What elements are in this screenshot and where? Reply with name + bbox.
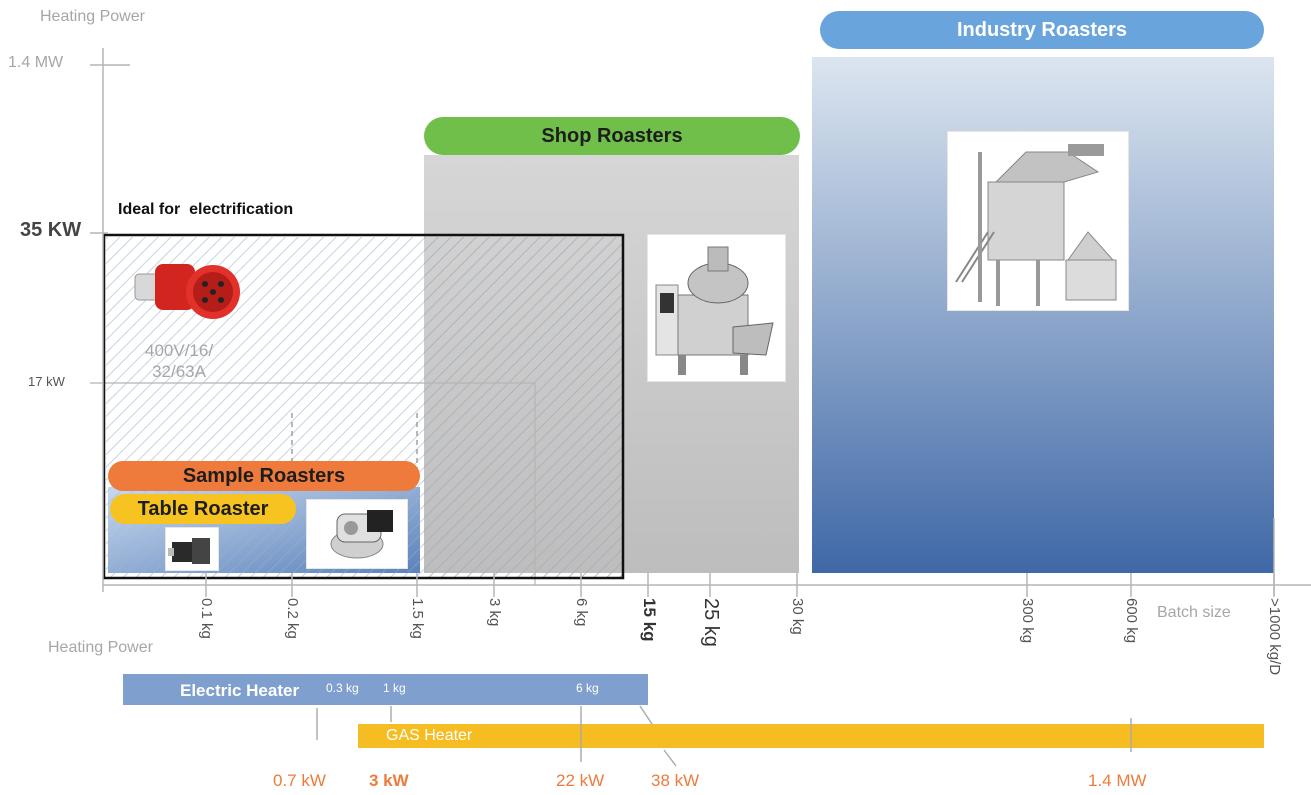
x-tick-group: [205, 573, 1275, 597]
electric-mark-0-3kg: 0.3 kg: [326, 681, 359, 695]
industry-roasters-label: Industry Roasters: [820, 11, 1264, 49]
x-tick-label: 3 kg: [486, 598, 504, 627]
cee-plug-image: [125, 252, 243, 332]
shop-roaster-photo: [647, 234, 786, 382]
power-label: 1.4 MW: [1088, 771, 1147, 790]
power-label: 3 kW: [369, 771, 409, 790]
shop-roasters-label: Shop Roasters: [424, 117, 800, 155]
gas-heater-label: GAS Heater: [386, 727, 473, 744]
electric-mark-6kg: 6 kg: [576, 681, 599, 695]
heater-scale-title: Heating Power: [48, 639, 153, 656]
electric-heater-label: Electric Heater: [180, 681, 300, 700]
y-tick-label-1: 1.4 MW: [8, 54, 64, 71]
x-tick-label: 1.5 kg: [409, 598, 427, 639]
heater-tick: [639, 705, 653, 725]
x-tick-label: 6 kg: [573, 598, 591, 627]
y-axis-title: Heating Power: [40, 8, 145, 25]
power-label: 0.7 kW: [273, 771, 326, 790]
table-roaster-label: Table Roaster: [110, 494, 296, 524]
sample-roaster-photo: [306, 499, 408, 569]
electric-mark-1kg: 1 kg: [383, 681, 406, 695]
x-tick-label: 0.2 kg: [284, 598, 302, 639]
electrification-label: Ideal for electrification: [118, 201, 294, 218]
electrification-frame: [102, 233, 625, 580]
industry-roaster-photo: [947, 131, 1129, 311]
x-tick-label: 25 kg: [700, 598, 723, 647]
x-tick-label: 0.1 kg: [198, 598, 216, 639]
electrification-hatch-shop: [424, 237, 622, 577]
table-roaster-photo: [165, 527, 219, 571]
x-tick-label: 300 kg: [1019, 598, 1037, 644]
electric-heater-bar: [123, 674, 648, 705]
power-label: 22 kW: [556, 771, 605, 790]
plug-spec-label: 400V/16/ 32/63A: [145, 341, 214, 381]
sample-roasters-label: Sample Roasters: [108, 461, 420, 491]
y-tick-label-3: 17 kW: [28, 374, 65, 389]
x-tick-label: >1000 kg/D: [1266, 598, 1284, 676]
x-tick-label: 600 kg: [1123, 598, 1141, 644]
x-tick-label: 15 kg: [639, 598, 659, 642]
heater-tick-group: [316, 705, 1132, 767]
power-label: 38 kW: [651, 771, 700, 790]
heater-tick: [663, 749, 677, 767]
x-tick-label: 30 kg: [789, 598, 807, 635]
y-tick-label-2: 35 KW: [20, 219, 82, 241]
x-axis-title: Batch size: [1157, 604, 1231, 621]
gas-heater-bar: [358, 724, 1264, 748]
